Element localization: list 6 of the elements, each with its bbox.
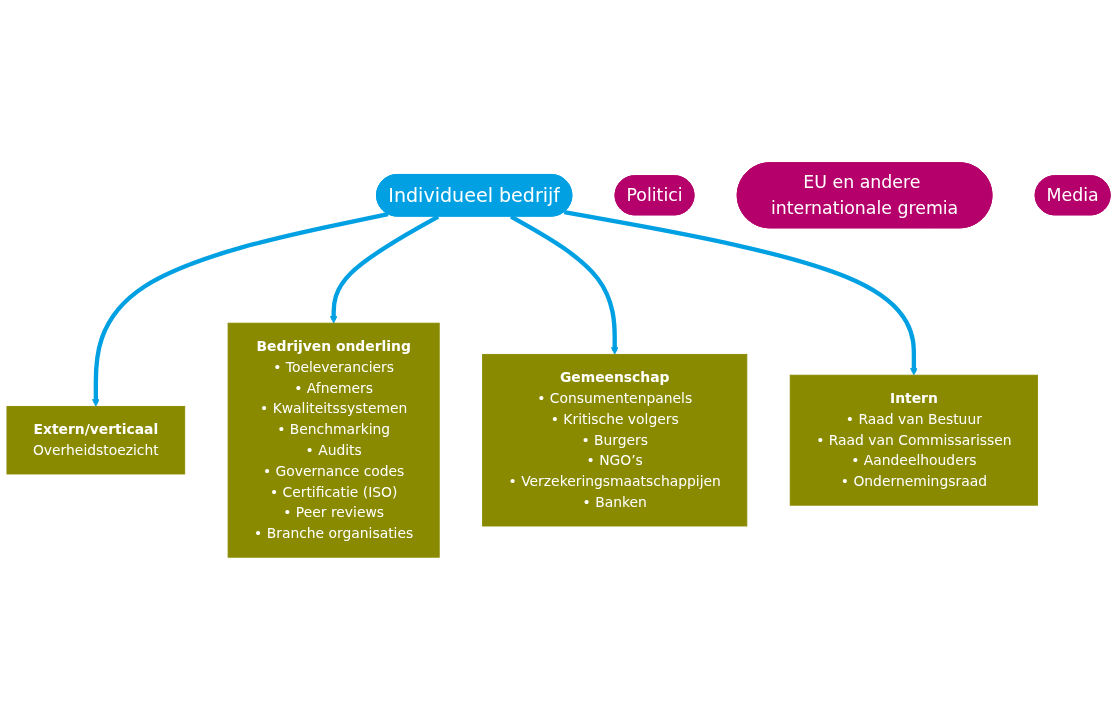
node-box: Intern • Raad van Bestuur • Raad van Commissarissen • Aandeelhouders • Ondernemingsraad — [789, 374, 1038, 506]
arrow — [92, 211, 389, 407]
node-box: Gemeenschap • Consumentenpanels • Kritische volgers • Burgers • NGO’s • Verzekeringsmaatschappijen • Banken — [482, 353, 748, 527]
arrow — [563, 209, 918, 376]
node-box: Extern/verticaal Overheidstoezicht — [6, 405, 186, 475]
node-box: Bedrijven onderling • Toeleveranciers • Afnemers • Kwaliteitssystemen • Benchmarking • Audits • Governance codes • Certificatie (ISO) • Peer reviews • Branche organisaties — [227, 322, 440, 558]
